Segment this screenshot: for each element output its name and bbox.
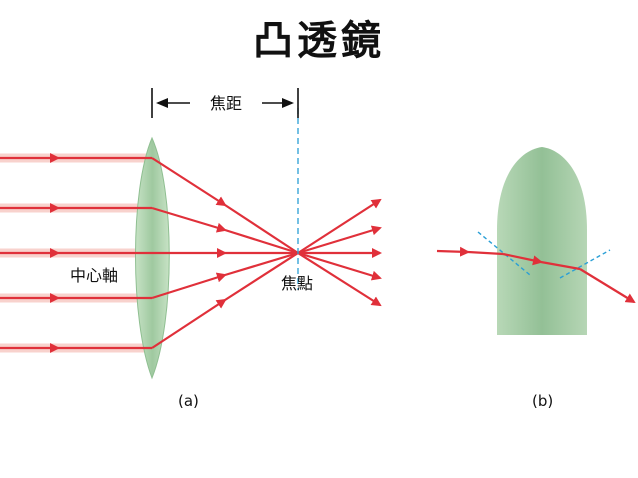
- focal-length-marker: [151, 88, 299, 118]
- page-title: 凸透鏡: [253, 18, 385, 64]
- panel-a-label: (a): [178, 392, 199, 410]
- principal-axis-label: 中心軸: [70, 266, 118, 285]
- refracted-rays: [151, 157, 382, 349]
- lens-block: [497, 147, 587, 335]
- focal-length-label: 焦距: [210, 94, 242, 113]
- refracted-ray-b: [436, 246, 636, 304]
- normal-lines: [477, 231, 611, 279]
- convex-lens: [135, 136, 170, 380]
- panel-b-label: (b): [532, 392, 553, 410]
- panel-b: (b): [436, 147, 636, 410]
- focal-point-label: 焦點: [281, 274, 313, 293]
- panel-a: 焦距 中心軸 焦點 (a): [0, 88, 382, 410]
- incoming-rays: [0, 153, 152, 353]
